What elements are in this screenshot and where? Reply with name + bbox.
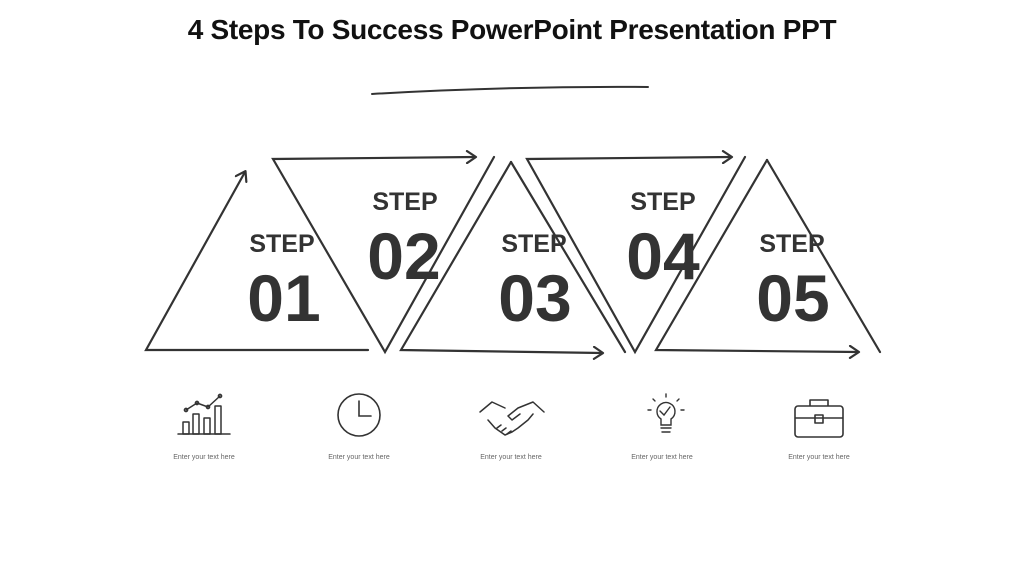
caption-01: Enter your text here: [173, 454, 235, 461]
caption-04: Enter your text here: [631, 454, 693, 461]
step-shape-03: [399, 160, 627, 353]
step-word-03: STEP: [501, 230, 566, 258]
step-number-01: 01: [247, 261, 320, 335]
clock-icon: [337, 393, 381, 437]
briefcase-icon: [794, 399, 844, 438]
step-number-04: 04: [626, 219, 700, 293]
caption-02: Enter your text here: [328, 454, 390, 461]
step-shape-05: [654, 158, 882, 352]
bar-chart-icon: [177, 393, 231, 435]
lightbulb-icon: [647, 393, 685, 433]
step-number-05: 05: [756, 261, 829, 335]
title-underline: [371, 85, 649, 95]
step-word-04: STEP: [630, 188, 695, 216]
step-shape-02: [271, 157, 496, 355]
step-number-02: 02: [367, 219, 440, 293]
caption-03: Enter your text here: [480, 454, 542, 461]
page-title: 4 Steps To Success PowerPoint Presentati…: [187, 14, 837, 45]
step-word-05: STEP: [759, 230, 824, 258]
step-shape-04: [525, 157, 747, 355]
caption-05: Enter your text here: [788, 454, 850, 461]
step-word-02: STEP: [372, 188, 437, 216]
step-number-03: 03: [498, 261, 571, 335]
step-shape-01: [144, 172, 370, 352]
handshake-icon: [479, 401, 545, 436]
step-word-01: STEP: [249, 230, 314, 258]
